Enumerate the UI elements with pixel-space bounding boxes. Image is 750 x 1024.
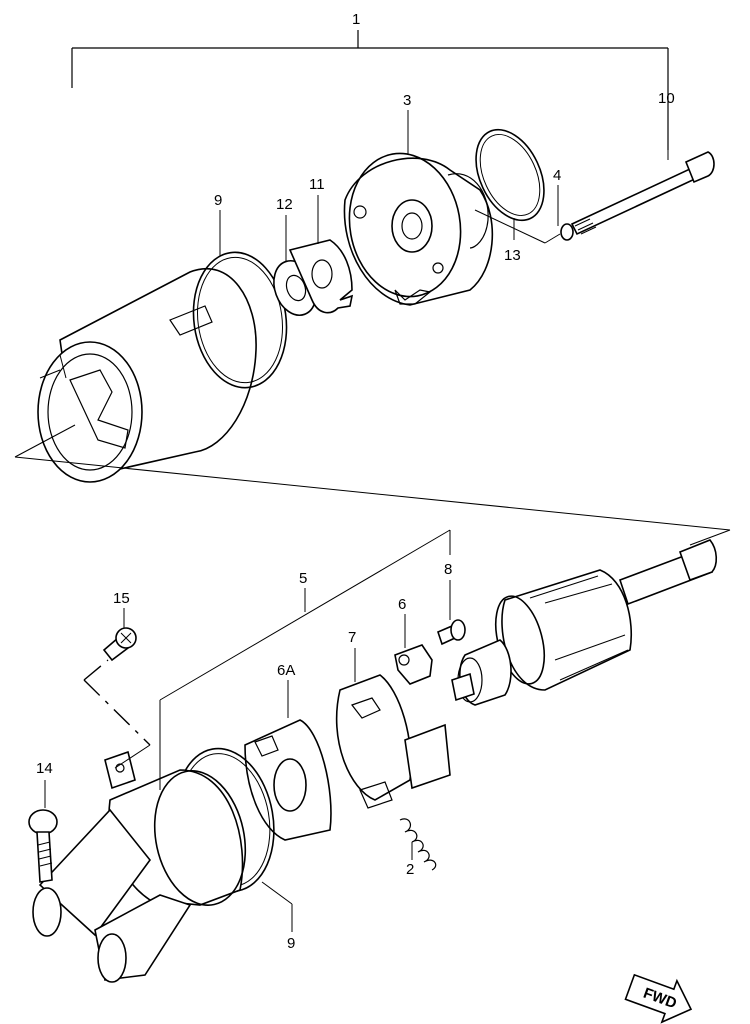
- callout-8: 8: [444, 561, 452, 578]
- callout-15: 15: [113, 590, 130, 607]
- callout-9-bottom: 9: [287, 935, 295, 952]
- fwd-arrow-icon: FWD: [624, 973, 693, 1024]
- through-bolt-10: [570, 108, 715, 236]
- callout-4: 4: [553, 167, 561, 184]
- brush-plate-6a: [244, 680, 332, 841]
- assembly-bracket: [71, 30, 669, 150]
- rear-housing: [32, 750, 247, 983]
- spring-2: [399, 818, 437, 871]
- alignment-lines-bottom: [83, 529, 451, 790]
- callout-12: 12: [276, 196, 293, 213]
- callout-14: 14: [36, 760, 53, 777]
- o-ring-13: [474, 128, 546, 244]
- front-cover-3: [343, 110, 494, 306]
- callout-labels: 1 3 10 9 12 11 4 13 8 5 15 6 7 6A 14 2 9: [36, 11, 675, 952]
- callout-10: 10: [658, 90, 675, 107]
- brush-6: [394, 614, 433, 685]
- bolt-14: [28, 780, 58, 883]
- callout-11: 11: [309, 176, 325, 193]
- screw-8: [437, 530, 466, 646]
- washer-4: [557, 185, 574, 241]
- callout-9-top: 9: [214, 192, 222, 209]
- callout-3: 3: [403, 92, 411, 109]
- armature: [451, 529, 731, 706]
- plate-11: [288, 195, 354, 314]
- callout-6a: 6A: [277, 662, 295, 679]
- callout-1: 1: [352, 11, 360, 28]
- callout-6: 6: [398, 596, 406, 613]
- callout-13: 13: [504, 247, 521, 264]
- gasket-ring-top: [192, 210, 288, 389]
- alignment-lines-top: [14, 233, 731, 531]
- yoke-housing: [37, 267, 257, 483]
- brush-holder-7: [335, 648, 451, 809]
- callout-2: 2: [406, 861, 414, 878]
- screw-15: [102, 608, 137, 662]
- callout-5: 5: [299, 570, 307, 587]
- callout-7: 7: [348, 629, 356, 646]
